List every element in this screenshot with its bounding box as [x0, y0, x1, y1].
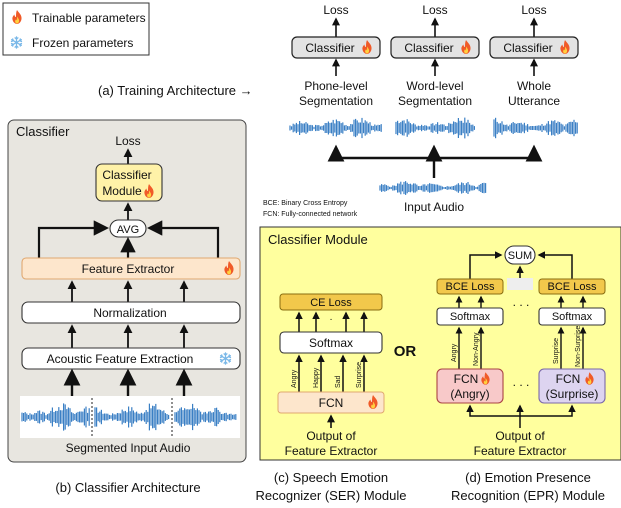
segment-label-word-1: Word-level: [406, 79, 463, 93]
training-classifier-label-2: Classifier: [404, 41, 453, 55]
caption-d-2: Recognition (EPR) Module: [451, 488, 605, 503]
input-audio-waveform: [379, 181, 487, 195]
classifier-architecture: Classifier Loss Classifier Module AVG Fe…: [7, 119, 247, 463]
segmented-audio-waveform: [21, 403, 237, 431]
epr-sum-placeholder: [507, 278, 533, 290]
or-label: OR: [394, 343, 417, 360]
epr-fcn-surprise-box: [538, 368, 606, 404]
normalization-box: [21, 301, 241, 324]
training-classifier-1: [291, 36, 381, 59]
segment-label-word-2: Segmentation: [398, 94, 472, 108]
training-classifier-label-1: Classifier: [305, 41, 354, 55]
segmented-audio-label: Segmented Input Audio: [66, 441, 191, 455]
input-audio-label: Input Audio: [404, 200, 464, 214]
ser-dots-mid: ·: [329, 314, 332, 325]
epr-softmax-right: [538, 307, 606, 326]
acoustic-feature-label: Acoustic Feature Extraction: [47, 352, 194, 366]
epr-sum-node: [504, 245, 536, 265]
epr-bce-loss-right: [538, 278, 606, 295]
caption-d-1: (d) Emotion Presence: [465, 470, 591, 485]
legend-frozen-label: Frozen parameters: [32, 36, 133, 50]
epr-fcn-surprise-label-1: FCN: [556, 372, 581, 386]
epr-fcn-surprise-label-2: (Surprise): [546, 387, 599, 401]
caption-c-2: Recognizer (SER) Module: [255, 488, 406, 503]
segment-label-phone-2: Segmentation: [299, 94, 373, 108]
ser-softmax-label: Softmax: [309, 336, 353, 350]
classifier-module-label-1: Classifier: [102, 168, 151, 182]
training-caption: (a) Training Architecture →: [98, 83, 253, 98]
epr-output-label-2: Feature Extractor: [474, 444, 567, 458]
classifier-panel-title: Classifier: [16, 124, 70, 139]
epr-bce-loss-right-label: BCE Loss: [548, 281, 597, 293]
ser-output-label-2: Feature Extractor: [285, 444, 378, 458]
ser-label-angry: Angry: [291, 369, 298, 388]
epr-dots-upper: . . .: [513, 295, 530, 309]
ser-fcn-label: FCN: [319, 396, 344, 410]
classifier-module-label-2: Module: [102, 184, 142, 198]
feature-extractor-box: [21, 257, 241, 280]
segment-label-whole-1: Whole: [517, 79, 551, 93]
classifier-module-title: Classifier Module: [268, 232, 368, 247]
training-loss-3: Loss: [521, 3, 546, 17]
epr-output-label-1: Output of: [495, 429, 545, 443]
epr-softmax-left: [436, 307, 504, 326]
caption-b: (b) Classifier Architecture: [55, 480, 200, 495]
ser-label-surprise: Surprise: [356, 362, 363, 388]
epr-label-surprise: Surprise: [553, 338, 560, 364]
note-bce: BCE: Binary Cross Entropy: [263, 200, 348, 207]
epr-fcn-angry-label-1: FCN: [454, 372, 479, 386]
ser-ce-loss-label: CE Loss: [310, 297, 352, 309]
legend: Trainable parameters Frozen parameters: [2, 2, 150, 56]
segmented-waveforms: [289, 117, 578, 139]
epr-softmax-right-label: Softmax: [552, 311, 593, 323]
ser-softmax-box: [279, 331, 383, 354]
epr-sum-label: SUM: [508, 250, 532, 262]
caption-c-1: (c) Speech Emotion: [274, 470, 388, 485]
epr-label-non-surprise: Non-Surprise: [575, 326, 582, 367]
note-fcn: FCN: Fully-connected network: [263, 211, 358, 218]
feature-extractor-label: Feature Extractor: [82, 262, 175, 276]
training-architecture: Loss Classifier Phone-level Segmentation…: [98, 3, 579, 214]
epr-bce-loss-left: [436, 278, 504, 295]
training-classifier-label-3: Classifier: [503, 41, 552, 55]
legend-trainable-label: Trainable parameters: [32, 11, 146, 25]
avg-label: AVG: [117, 224, 139, 236]
segment-label-whole-2: Utterance: [508, 94, 560, 108]
epr-dots-lower: . . .: [513, 375, 530, 389]
ser-ce-loss-box: [279, 293, 383, 311]
ser-fcn-box: [277, 391, 385, 414]
epr-bce-loss-left-label: BCE Loss: [446, 281, 495, 293]
training-loss-2: Loss: [422, 3, 447, 17]
legend-box: [2, 2, 150, 56]
training-loss-1: Loss: [323, 3, 348, 17]
ser-output-label-1: Output of: [306, 429, 356, 443]
ser-label-happy: Happy: [313, 367, 320, 388]
classifier-module-panel: Classifier Module CE Loss · Softmax Angr…: [259, 226, 621, 461]
normalization-label: Normalization: [93, 306, 166, 320]
training-classifier-3: [489, 36, 579, 59]
epr-fcn-angry-label-2: (Angry): [450, 387, 489, 401]
epr-label-angry: Angry: [451, 343, 458, 362]
ser-label-sad: Sad: [335, 375, 342, 388]
training-classifier-2: [390, 36, 480, 59]
segment-label-phone-1: Phone-level: [304, 79, 367, 93]
classifier-loss: Loss: [115, 134, 140, 148]
epr-softmax-left-label: Softmax: [450, 311, 491, 323]
epr-label-non-angry: Non-Angry: [473, 332, 480, 366]
